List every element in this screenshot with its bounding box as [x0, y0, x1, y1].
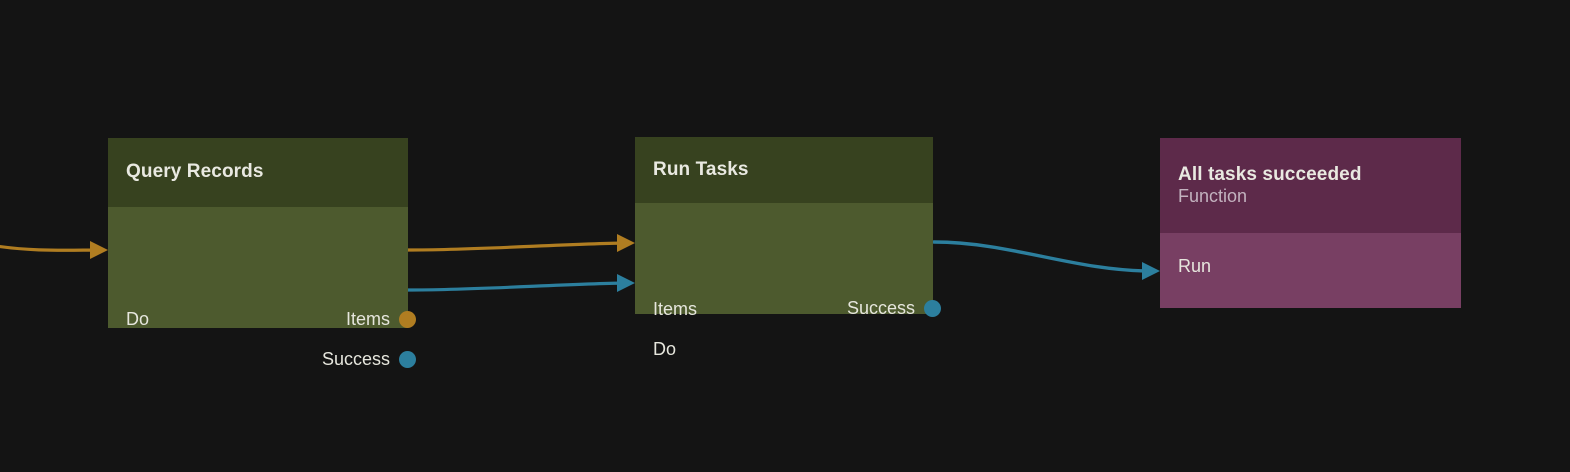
node-all-tasks-succeeded-title: All tasks succeeded — [1178, 163, 1362, 185]
edge-query-success-to-runtasks-do-arrow — [617, 274, 635, 292]
edge-query-items-to-runtasks-items-arrow — [617, 234, 635, 252]
port-label-run: Run — [1178, 256, 1212, 276]
node-all-tasks-succeeded-subtitle: Function — [1178, 185, 1248, 206]
port-query-records-out-items[interactable]: Items — [108, 307, 416, 331]
edge-query-items-to-runtasks-items-path — [406, 241, 628, 252]
node-run-tasks[interactable]: Run Tasks Items Do Success — [635, 137, 941, 358]
node-run-tasks-title: Run Tasks — [653, 158, 749, 180]
node-all-tasks-succeeded-body: Run — [1160, 233, 1461, 308]
edge-runtasks-success-to-function-run-arrow — [1142, 262, 1160, 280]
port-label-items: Items — [345, 309, 390, 329]
node-run-tasks-body: Items Do Success — [635, 203, 941, 358]
node-query-records-title: Query Records — [126, 161, 264, 183]
port-label-items: Items — [653, 299, 698, 319]
node-query-records[interactable]: Query Records Do Items Success — [108, 138, 416, 368]
port-dot-items-exec[interactable] — [399, 311, 416, 328]
port-run-tasks-in-items[interactable]: Items — [635, 297, 933, 321]
port-label-do: Do — [653, 339, 677, 359]
port-label-success: Success — [321, 349, 390, 369]
port-dot-success-data[interactable] — [924, 300, 941, 317]
edge-offscreen-to-query-do-path — [0, 244, 102, 252]
node-all-tasks-succeeded[interactable]: All tasks succeeded Function Run — [1160, 138, 1461, 308]
edge-query-success-to-runtasks-do-path — [406, 281, 628, 292]
node-query-records-header: Query Records — [108, 138, 408, 207]
edge-offscreen-to-query-do-arrow — [90, 241, 108, 259]
port-label-do: Do — [126, 309, 150, 329]
node-run-tasks-header: Run Tasks — [635, 137, 933, 203]
node-all-tasks-succeeded-header: All tasks succeeded Function — [1160, 138, 1461, 233]
node-query-records-body: Do Items Success — [108, 207, 416, 368]
port-query-records-out-success[interactable]: Success — [108, 347, 416, 371]
port-all-tasks-succeeded-in-run[interactable]: Run — [1160, 254, 1461, 278]
port-dot-success-data[interactable] — [399, 351, 416, 368]
port-query-records-in-do[interactable]: Do — [108, 307, 408, 331]
port-run-tasks-out-success[interactable]: Success — [635, 296, 941, 320]
edge-runtasks-success-to-function-run-path — [932, 240, 1153, 273]
port-run-tasks-in-do[interactable]: Do — [635, 337, 933, 361]
port-label-success: Success — [846, 298, 915, 318]
